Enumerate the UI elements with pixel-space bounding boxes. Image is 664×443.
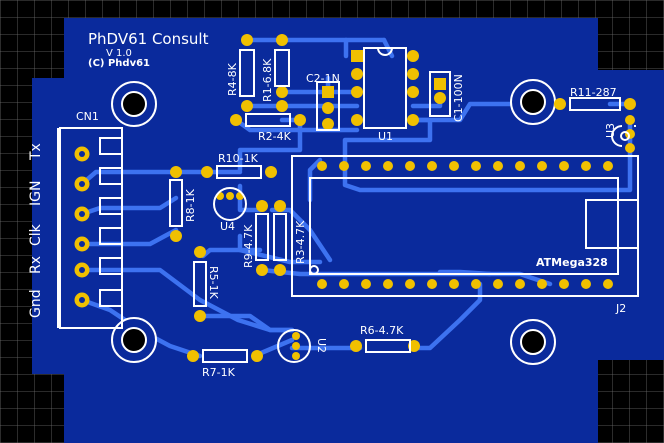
label-r5: R5-1K	[207, 266, 220, 300]
label-u3: U3	[604, 123, 617, 138]
label-r7: R7-1K	[202, 366, 236, 379]
label-r10: R10-1K	[218, 152, 259, 165]
label-r4: R4-8K	[226, 62, 239, 96]
board-copyright: (C) Phdv61	[88, 58, 150, 69]
board-title: PhDV61 Consult	[88, 30, 209, 48]
label-r9: R9-4.7K	[242, 224, 255, 268]
pcb-board	[32, 18, 664, 443]
connector-cn1	[57, 127, 123, 329]
label-u2: U2	[315, 338, 328, 353]
mcu-socket	[291, 155, 639, 297]
label-r1: R1-6.8K	[261, 58, 274, 102]
label-pin-tx: Tx	[28, 143, 44, 161]
label-r11: R11-287	[570, 86, 617, 99]
component-outlines	[169, 47, 636, 363]
label-pin-clk: Clk	[28, 223, 44, 246]
label-j2: J2	[615, 302, 626, 315]
label-r6: R6-4.7K	[360, 324, 404, 337]
label-u1: U1	[378, 130, 393, 143]
label-pin-rx: Rx	[28, 256, 44, 274]
board-version: V 1.0	[106, 48, 132, 59]
label-pin-ign: IGN	[28, 181, 44, 206]
label-u4: U4	[220, 220, 235, 233]
component-pads	[170, 34, 636, 362]
label-r8: R8-1K	[184, 188, 197, 222]
label-pin-gnd: Gnd	[28, 289, 44, 318]
label-c1: C1-100N	[452, 74, 465, 122]
label-r2: R2-4K	[258, 130, 292, 143]
label-mcu: ATMega328	[536, 256, 608, 269]
label-c2: C2-1N	[306, 72, 340, 85]
label-cn1: CN1	[76, 110, 99, 123]
label-r3: R3-4.7K	[294, 220, 307, 264]
